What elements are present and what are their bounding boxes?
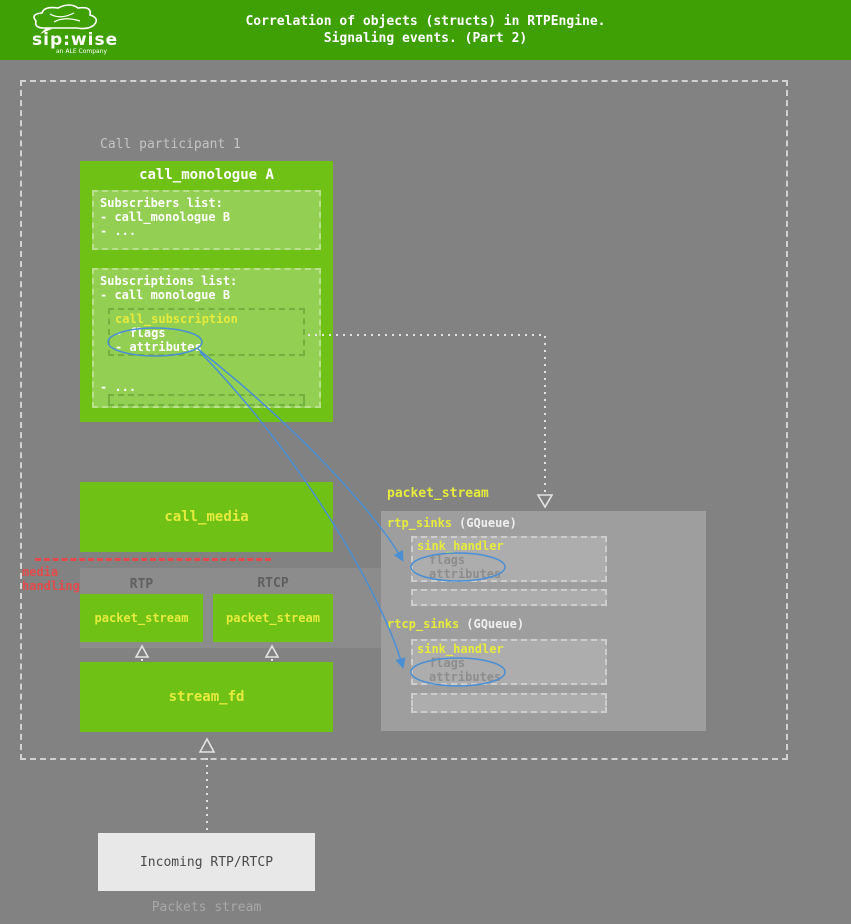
page-title-line2: Signaling events. (Part 2) [323,31,528,46]
sink-handler-attributes: attributes [429,567,502,581]
subscription-field-attributes: - attributes [115,340,202,354]
rtp-label: RTP [129,577,154,592]
sink-handler-title: sink_handler [417,539,504,553]
sink-handler-flags: flags [429,656,466,670]
media-handling-divider [35,558,271,561]
page-title: Correlation of objects (structs) in RTPE… [0,13,851,47]
logo-cloud-icon [33,4,98,34]
rtcp-sinks-type: (GQueue) [466,617,525,631]
page-title-line1: Correlation of objects (structs) in RTPE… [245,14,606,29]
packet-stream-panel: rtp_sinks (GQueue) sink_handler flags att… [381,511,706,731]
subscriptions-item: - call monologue B [100,288,231,302]
sink-handler-title: sink_handler [417,642,504,656]
media-handling-line2: handling [22,579,80,593]
sipwise-logo: sip:wise an ALE Company [30,4,130,56]
call-subscription-box: call_subscription - flags - attributes [108,308,305,356]
subscriptions-title: Subscriptions list: [100,274,238,288]
subscriptions-list-box: Subscriptions list: - call monologue B c… [92,268,321,408]
subscribers-item: - call_monologue B [100,210,231,224]
rtcp-packet-stream-box: packet_stream [213,594,333,642]
empty-subscription-placeholder [108,394,305,406]
logo-subtext: an ALE Company [56,48,108,55]
media-handling-line1: media [22,565,59,579]
participant-boundary [20,80,788,760]
rtcp-sinks-name: rtcp_sinks [387,617,460,631]
rtp-sinks-label: rtp_sinks (GQueue) [387,516,517,530]
sink-handler-flags: flags [429,553,466,567]
subscribers-list-box: Subscribers list: - call_monologue B - .… [92,190,321,250]
subscribers-item: - ... [100,224,137,238]
empty-sink-slot [411,589,607,606]
call-subscription-title: call_subscription [115,312,238,326]
sink-handler-attributes: attributes [429,670,502,684]
call-monologue-box: call_monologue A Subscribers list: - cal… [80,161,333,422]
rtp-sinks-name: rtp_sinks [387,516,453,530]
rtp-packet-stream-box: packet_stream [80,594,203,642]
subscriptions-more: - ... [100,380,137,394]
rtcp-sinks-label: rtcp_sinks (GQueue) [387,617,524,631]
subscribers-title: Subscribers list: [100,196,223,210]
call-monologue-title: call_monologue A [139,167,274,183]
empty-sink-slot [411,693,607,713]
packets-stream-label: Packets stream [151,900,262,915]
stream-fd-box: stream_fd [80,662,333,732]
packet-stream-panel-title: packet_stream [387,486,489,501]
header-bar: sip:wise an ALE Company Correlation of o… [0,0,851,60]
logo-text: sip:wise [32,30,119,50]
incoming-rtp-rtcp-box: Incoming RTP/RTCP [98,833,315,891]
call-media-box: call_media [80,482,333,552]
media-handling-label: media handling [22,565,80,593]
rtp-sinks-type: (GQueue) [459,516,517,530]
rtcp-label: RTCP [257,576,289,591]
participant-label: Call participant 1 [100,137,241,152]
rtp-sink-handler-box: sink_handler flags attributes [411,536,607,582]
subscription-field-flags: - flags [115,326,166,340]
rtcp-sink-handler-box: sink_handler flags attributes [411,639,607,685]
